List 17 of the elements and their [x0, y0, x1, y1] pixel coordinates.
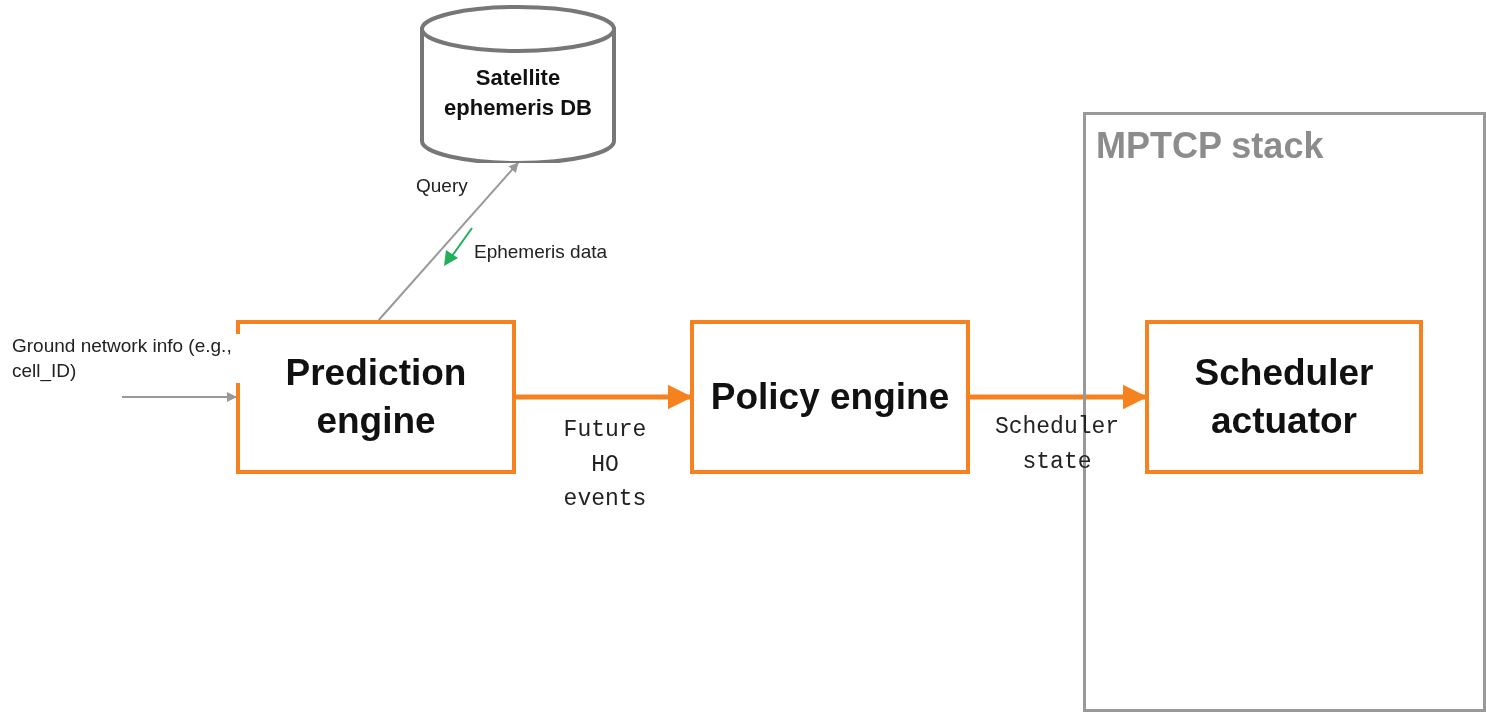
- annotation-label: Ephemeris data: [474, 241, 608, 263]
- arrow: [516, 384, 693, 410]
- group-heading: MPTCP stack: [1096, 125, 1324, 167]
- arrow: [970, 384, 1148, 410]
- node-label: Prediction engine: [284, 350, 468, 443]
- node-label: Satellite ephemeris DB: [443, 64, 593, 122]
- edge-label: Ground network info (e.g., cell_ID): [12, 334, 242, 384]
- arrow: [377, 162, 519, 321]
- node-label: Scheduler actuator: [1193, 350, 1375, 443]
- process-box: [236, 320, 516, 474]
- node-label: Policy engine: [710, 374, 950, 419]
- process-box: [690, 320, 970, 474]
- edge-label: Future HO events: [562, 416, 648, 514]
- process-box: [1145, 320, 1423, 474]
- database-cylinder: [420, 5, 616, 163]
- arrow: [121, 392, 237, 402]
- edge-label: Scheduler state: [993, 413, 1121, 477]
